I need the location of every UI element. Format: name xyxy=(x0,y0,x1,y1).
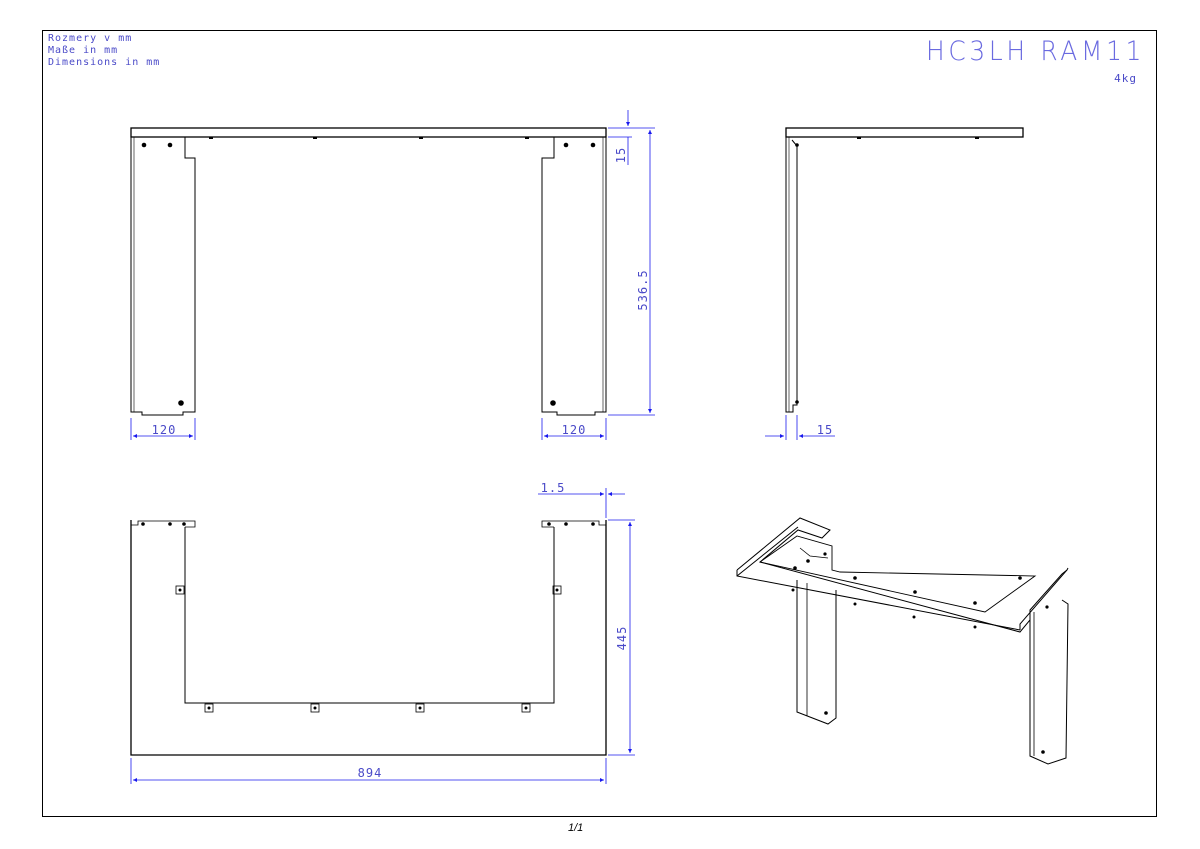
front-dimensions xyxy=(130,110,655,440)
dim-front-top-offset: 15 xyxy=(614,147,628,163)
units-note-cz: Rozmery v mm xyxy=(48,33,133,44)
part-weight: 4kg xyxy=(1114,72,1137,85)
drawing-frame xyxy=(42,30,1157,817)
top-dimensions xyxy=(130,488,635,784)
page-number: 1/1 xyxy=(568,822,584,834)
side-view xyxy=(785,127,1024,413)
dim-top-depth: 445 xyxy=(615,626,629,651)
units-note-de: Maße in mm xyxy=(48,45,119,56)
dim-front-height: 536.5 xyxy=(636,269,650,310)
dim-side-offset: 15 xyxy=(817,423,833,437)
units-note-en: Dimensions in mm xyxy=(48,57,161,68)
dim-plate-thickness: 1.5 xyxy=(541,481,566,495)
units-note: Rozmery v mm Maße in mm Dimensions in mm xyxy=(48,33,160,69)
part-code-title: HC3LH RAM11 xyxy=(925,36,1145,67)
front-view xyxy=(130,127,607,416)
dim-left-leg-width: 120 xyxy=(152,423,177,437)
side-dimensions xyxy=(765,415,835,440)
dim-overall-width: 894 xyxy=(358,766,383,780)
dim-right-leg-width: 120 xyxy=(562,423,587,437)
isometric-view xyxy=(736,517,1069,765)
top-view xyxy=(130,520,607,756)
